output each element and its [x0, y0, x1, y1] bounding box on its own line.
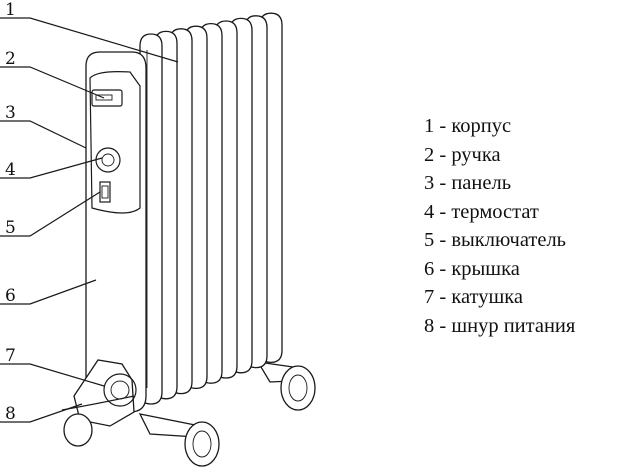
legend-item: 8 - шнур питания: [424, 312, 575, 341]
callout-2: 2: [5, 49, 16, 69]
legend-number: 1: [424, 115, 435, 137]
front-base: [61, 359, 220, 467]
legend-number: 7: [424, 286, 435, 308]
legend-item: 6 - крышка: [424, 255, 575, 284]
leader-1: [0, 17, 179, 63]
leader-8: [0, 403, 83, 423]
legend-text: - корпус: [439, 115, 512, 137]
leader-2: [0, 66, 105, 99]
legend-item: 1 - корпус: [424, 112, 575, 141]
callout-4: 4: [5, 160, 16, 180]
callout-numbers: 1 2 3 4 5 6 7 8: [5, 0, 16, 424]
front-panel: [85, 51, 147, 413]
legend-text: - катушка: [439, 286, 524, 308]
legend-number: 5: [424, 229, 435, 251]
legend-number: 2: [424, 143, 435, 166]
legend-text: - ручка: [439, 143, 501, 166]
legend-text: - шнур питания: [439, 314, 576, 337]
leader-5: [0, 191, 101, 237]
callout-6: 6: [5, 286, 16, 306]
leader-4: [0, 157, 103, 179]
legend-item: 3 - панель: [424, 169, 575, 198]
callout-1: 1: [5, 0, 16, 20]
callout-7: 7: [5, 346, 16, 366]
legend-number: 8: [424, 314, 435, 337]
legend-item: 5 - выключатель: [424, 226, 575, 255]
leader-6: [0, 279, 97, 305]
callout-5: 5: [5, 218, 16, 238]
legend-text: - крышка: [439, 257, 520, 280]
legend-number: 6: [424, 257, 435, 280]
radiator-fins: [139, 12, 283, 405]
legend-number: 3: [424, 172, 435, 194]
rear-base: [256, 361, 316, 411]
legend-item: 7 - катушка: [424, 283, 575, 312]
legend-text: - термостат: [439, 200, 539, 223]
parts-legend: 1 - корпус 2 - ручка 3 - панель 4 - терм…: [424, 112, 575, 340]
callout-3: 3: [5, 103, 16, 123]
legend-text: - панель: [439, 172, 512, 194]
legend-number: 4: [424, 200, 435, 223]
leader-lines: [0, 17, 179, 423]
callout-8: 8: [5, 404, 16, 424]
legend-item: 4 - термостат: [424, 198, 575, 227]
legend-text: - выключатель: [439, 229, 567, 251]
leader-3: [0, 120, 87, 149]
leader-7: [0, 363, 105, 387]
legend-item: 2 - ручка: [424, 141, 575, 170]
